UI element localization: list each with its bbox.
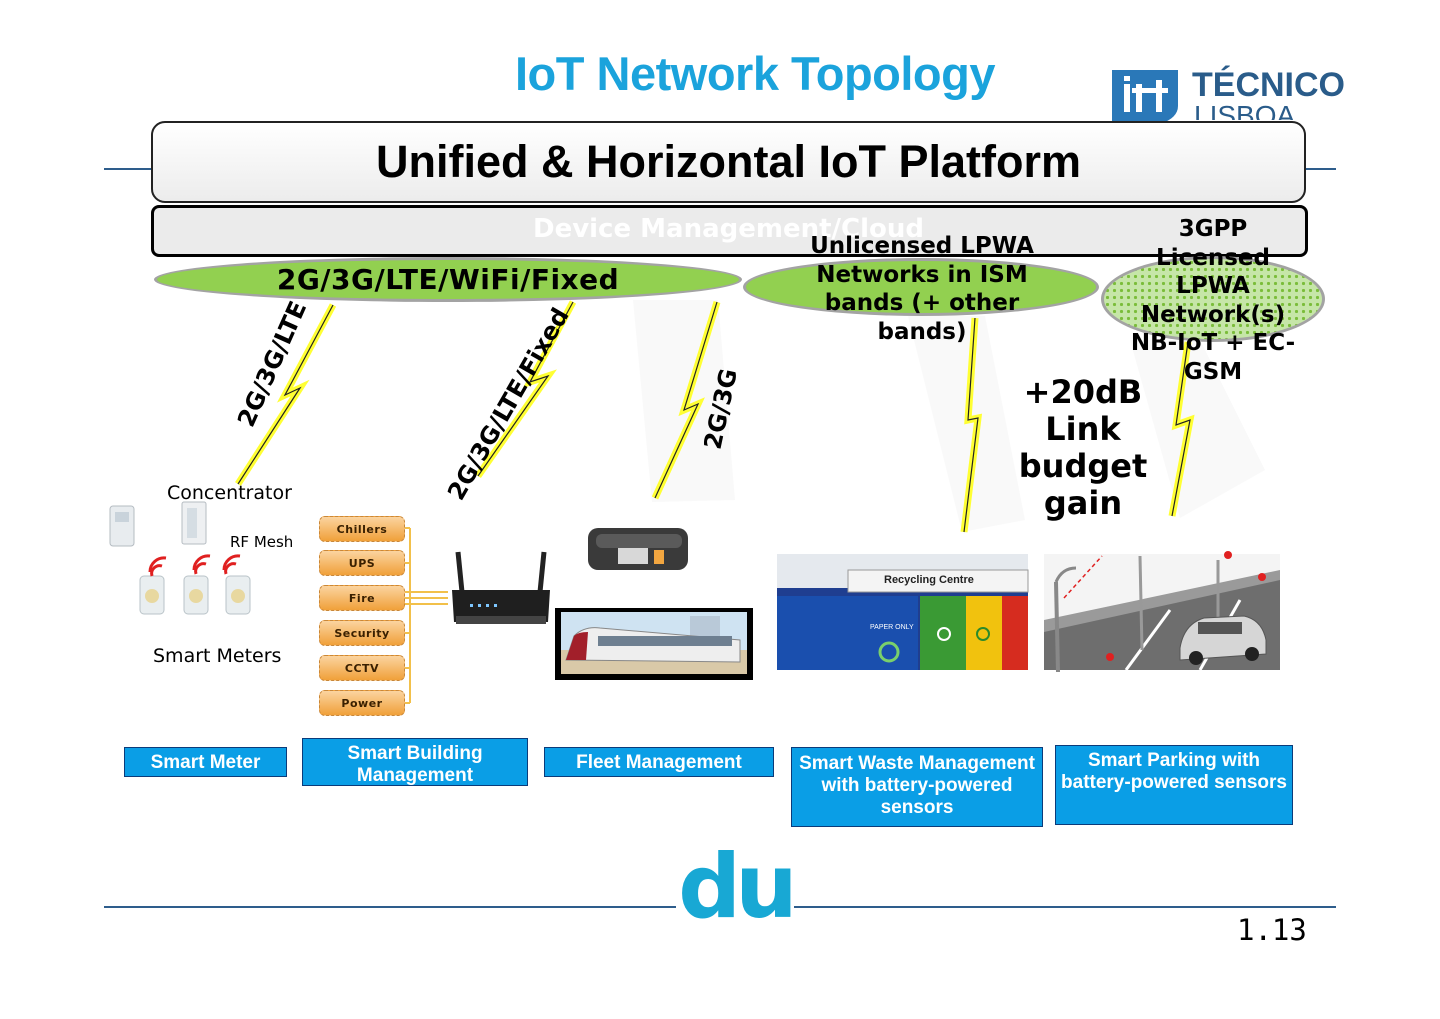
use-case-smart-waste-label: Smart Waste Management with battery-powe… [799, 753, 1035, 818]
building-system-power: Power [319, 690, 405, 716]
meter-2 [183, 575, 209, 615]
header-rule-right [1306, 168, 1336, 170]
meter-3 [225, 575, 251, 615]
network-unlicensed-label: Unlicensed LPWA Networks in ISM bands (+… [810, 233, 1034, 345]
page-number: 1.13 [1237, 913, 1307, 947]
use-case-smart-meter: Smart Meter [124, 747, 287, 777]
use-case-smart-waste: Smart Waste Management with battery-powe… [791, 747, 1043, 827]
rf-mesh-label: RF Mesh [230, 533, 294, 551]
tram-photo [555, 608, 753, 680]
logo-text-tecnico: TÉCNICO [1192, 66, 1345, 104]
meter-1 [139, 575, 165, 615]
concentrator-label: Concentrator [167, 482, 292, 504]
network-licensed-oval [1101, 256, 1325, 342]
lightning-link-waste [960, 317, 983, 533]
building-system-chillers: Chillers [319, 516, 405, 542]
link-label-building: 2G/3G/LTE/Fixed [442, 303, 575, 505]
network-unlicensed-oval [743, 258, 1099, 316]
link-budget-gain-label: +20dB Link budget gain [1018, 373, 1148, 522]
building-system-fire: Fire [319, 585, 405, 611]
recycling-centre-sign: Recycling Centre [884, 574, 974, 586]
router-device [452, 551, 550, 624]
building-connector-lines [405, 527, 448, 704]
device-management-bar [151, 205, 1308, 257]
use-case-fleet-management-label: Fleet Management [576, 752, 742, 773]
use-case-smart-building: Smart Building Management [302, 738, 528, 786]
platform-box: Unified & Horizontal IoT Platform [151, 121, 1306, 203]
footer-rule-left [104, 906, 676, 908]
use-case-smart-meter-label: Smart Meter [150, 752, 261, 773]
device-management-label: Device Management/Cloud [532, 214, 925, 244]
network-cellular-label: 2G/3G/LTE/WiFi/Fixed [276, 263, 620, 296]
smart-meters-label: Smart Meters [153, 645, 282, 667]
building-system-security: Security [319, 620, 405, 646]
use-case-smart-building-label: Smart Building Management [347, 743, 483, 786]
paper-only-sign: PAPER ONLY [870, 624, 914, 631]
parking-photo [1044, 551, 1280, 673]
platform-title: Unified & Horizontal IoT Platform [376, 136, 1081, 187]
footer-rule-right [794, 906, 1336, 908]
slide-title: IoT Network Topology [515, 47, 996, 100]
network-cellular-oval: 2G/3G/LTE/WiFi/Fixed [154, 257, 742, 302]
network-licensed-label: 3GPP Licensed LPWA Network(s) NB-IoT + E… [1130, 216, 1296, 385]
building-system-ups: UPS [319, 550, 405, 576]
link-label-fleet: 2G/3G [698, 366, 743, 452]
use-case-fleet-management: Fleet Management [544, 747, 774, 777]
header-rule-left [104, 168, 152, 170]
use-case-smart-parking: Smart Parking with battery-powered senso… [1055, 745, 1293, 825]
link-label-meter: 2G/3G/LTE [232, 296, 313, 432]
logo-text-lisboa: LISBOA [1194, 100, 1296, 120]
use-case-smart-parking-label: Smart Parking with battery-powered senso… [1061, 750, 1287, 793]
fleet-tracker-device [588, 528, 688, 570]
building-system-cctv: CCTV [319, 655, 405, 681]
recycling-centre-photo [777, 554, 1029, 670]
operator-logo-du: du [678, 835, 798, 938]
